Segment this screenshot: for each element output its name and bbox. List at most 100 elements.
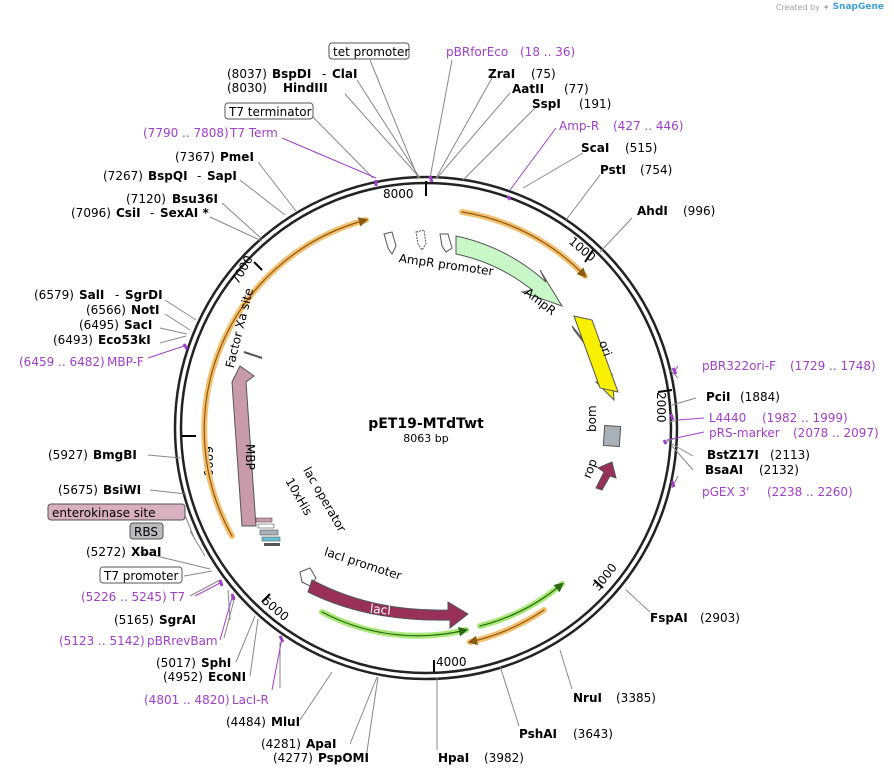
zrai-label: ZraI: [488, 67, 515, 81]
noti-label: NotI: [131, 303, 160, 317]
pshai-pos: (3643): [573, 727, 613, 741]
eco53ki-pos: (6493): [53, 333, 93, 347]
snapgene-logo-icon: ✦: [822, 2, 830, 12]
zrai-pos: (75): [531, 67, 556, 81]
bsu36i-label: Bsu36I: [172, 192, 218, 206]
tick-3000: 3000: [590, 561, 620, 594]
t7-label: T7: [169, 590, 185, 604]
aatii-pos: (77): [564, 82, 589, 96]
mbpf-range: (6459 .. 6482): [19, 355, 105, 369]
pmei-pos: (7367): [175, 150, 215, 164]
pcii-pos: (1884): [740, 390, 780, 404]
bom-label: bom: [585, 405, 599, 432]
bstz17i-label: BstZ17I: [707, 448, 759, 462]
orf-arcs-orange: [201, 209, 588, 646]
psp-label: PspOMI: [318, 751, 369, 765]
bstz17i-pos: (2113): [770, 448, 810, 462]
pgex-label: pGEX 3': [702, 485, 749, 499]
rop-feature: [595, 461, 617, 491]
ori-body: [573, 315, 619, 393]
factor-xa-mark: [243, 351, 263, 359]
t7-range: (5226 .. 5245): [81, 590, 167, 604]
pgex-range: (2238 .. 2260): [767, 485, 853, 499]
apai-label: ApaI: [306, 737, 336, 751]
enterokinase-label: enterokinase site: [52, 506, 155, 520]
plasmid-name: pET19-MTdTwt: [368, 416, 484, 432]
rbs-label: RBS: [134, 525, 158, 539]
plasmid-size: 8063 bp: [403, 432, 448, 445]
ahdi-pos: (996): [683, 204, 715, 218]
l4440-range: (1982 .. 1999): [762, 411, 848, 425]
xbai-pos: (5272): [86, 545, 126, 559]
primer-marks: [182, 175, 678, 643]
psp-pos: (4277): [273, 751, 313, 765]
aatii-label: AatII: [512, 82, 544, 96]
tick-2000: 2000: [654, 392, 668, 423]
l4440-label: L4440: [709, 411, 746, 425]
rbs-box: [129, 522, 164, 540]
sali-label: SalI: [79, 288, 104, 302]
saci-pos: (6495): [79, 318, 119, 332]
scai-label: ScaI: [581, 141, 609, 155]
bsu36i-pos: (7120): [126, 192, 166, 206]
pbrrev-range: (5123 .. 5142): [59, 634, 145, 648]
laci-promoter-label: lacI promoter: [323, 545, 404, 583]
tick-4000: 4000: [436, 655, 467, 669]
lacir-range: (4801 .. 4820): [144, 693, 230, 707]
pmei-label: PmeI: [220, 150, 254, 164]
bspdi-label: BspDI: [272, 67, 311, 81]
ahdi-label: AhdI: [637, 204, 668, 218]
credit-brand: SnapGene: [832, 2, 884, 12]
hpai-pos: (3982): [484, 751, 524, 765]
prs-range: (2078 .. 2097): [793, 426, 879, 440]
pbr322ori-range: (1729 .. 1748): [790, 359, 876, 373]
ampr-arrow: [455, 235, 564, 307]
bsiwi-label: BsiWI: [103, 483, 141, 497]
sgrdi-label: SgrDI: [125, 288, 163, 302]
pbrforeco-label: pBRforEco: [446, 45, 508, 59]
enterokinase-box: [47, 503, 186, 521]
t7-promoter-box: [99, 566, 183, 584]
scai-pos: (515): [625, 141, 657, 155]
t7-promoter-label: T7 promoter: [103, 569, 179, 583]
tet-promoter-box: [328, 42, 410, 60]
t7-terminator-label: T7 terminator: [228, 105, 312, 119]
nrui-label: NruI: [573, 691, 602, 705]
sapi-label: SapI: [207, 169, 237, 183]
bsaai-pos: (2132): [759, 463, 799, 477]
sphi-pos: (5017): [156, 656, 196, 670]
mbp-label: MBP: [243, 444, 257, 470]
prs-label: pRS-marker: [709, 426, 780, 440]
separator: -: [115, 288, 119, 302]
lacir-label: LacI-R: [232, 693, 269, 707]
sgrai-pos: (5165): [114, 613, 154, 627]
credit-prefix: Created by: [775, 2, 820, 12]
sspi-pos: (191): [579, 97, 611, 111]
ampr-primer-label: Amp-R: [559, 119, 599, 133]
nrui-pos: (3385): [616, 691, 656, 705]
bspqi-pos: (7267): [103, 169, 143, 183]
mbpf-label: MBP-F: [107, 355, 144, 369]
xbai-label: XbaI: [131, 545, 161, 559]
bsaai-label: BsaAI: [705, 463, 743, 477]
fspai-pos: (2903): [700, 611, 740, 625]
clai-label: ClaI: [332, 67, 357, 81]
bspqi-label: BspQI: [148, 169, 188, 183]
snapgene-credit: Created by ✦ SnapGene: [776, 2, 884, 12]
tet-promoter-label: tet promoter: [333, 45, 409, 59]
rop-label: rop: [580, 457, 600, 480]
sali-pos: (6579): [34, 288, 74, 302]
leader-lines: [139, 59, 697, 759]
position-ticks: [182, 181, 673, 672]
bmgbi-label: BmgBI: [93, 448, 137, 462]
sgrai-label: SgrAI: [159, 613, 196, 627]
separator: -: [150, 206, 154, 220]
bom-feature: [602, 424, 622, 448]
separator: -: [197, 169, 201, 183]
noti-pos: (6566): [86, 303, 126, 317]
csii-pos: (7096): [71, 206, 111, 220]
fspai-label: FspAI: [650, 611, 688, 625]
ampr-primer-range: (427 .. 446): [613, 119, 683, 133]
orf-arcs-green: [319, 581, 565, 639]
